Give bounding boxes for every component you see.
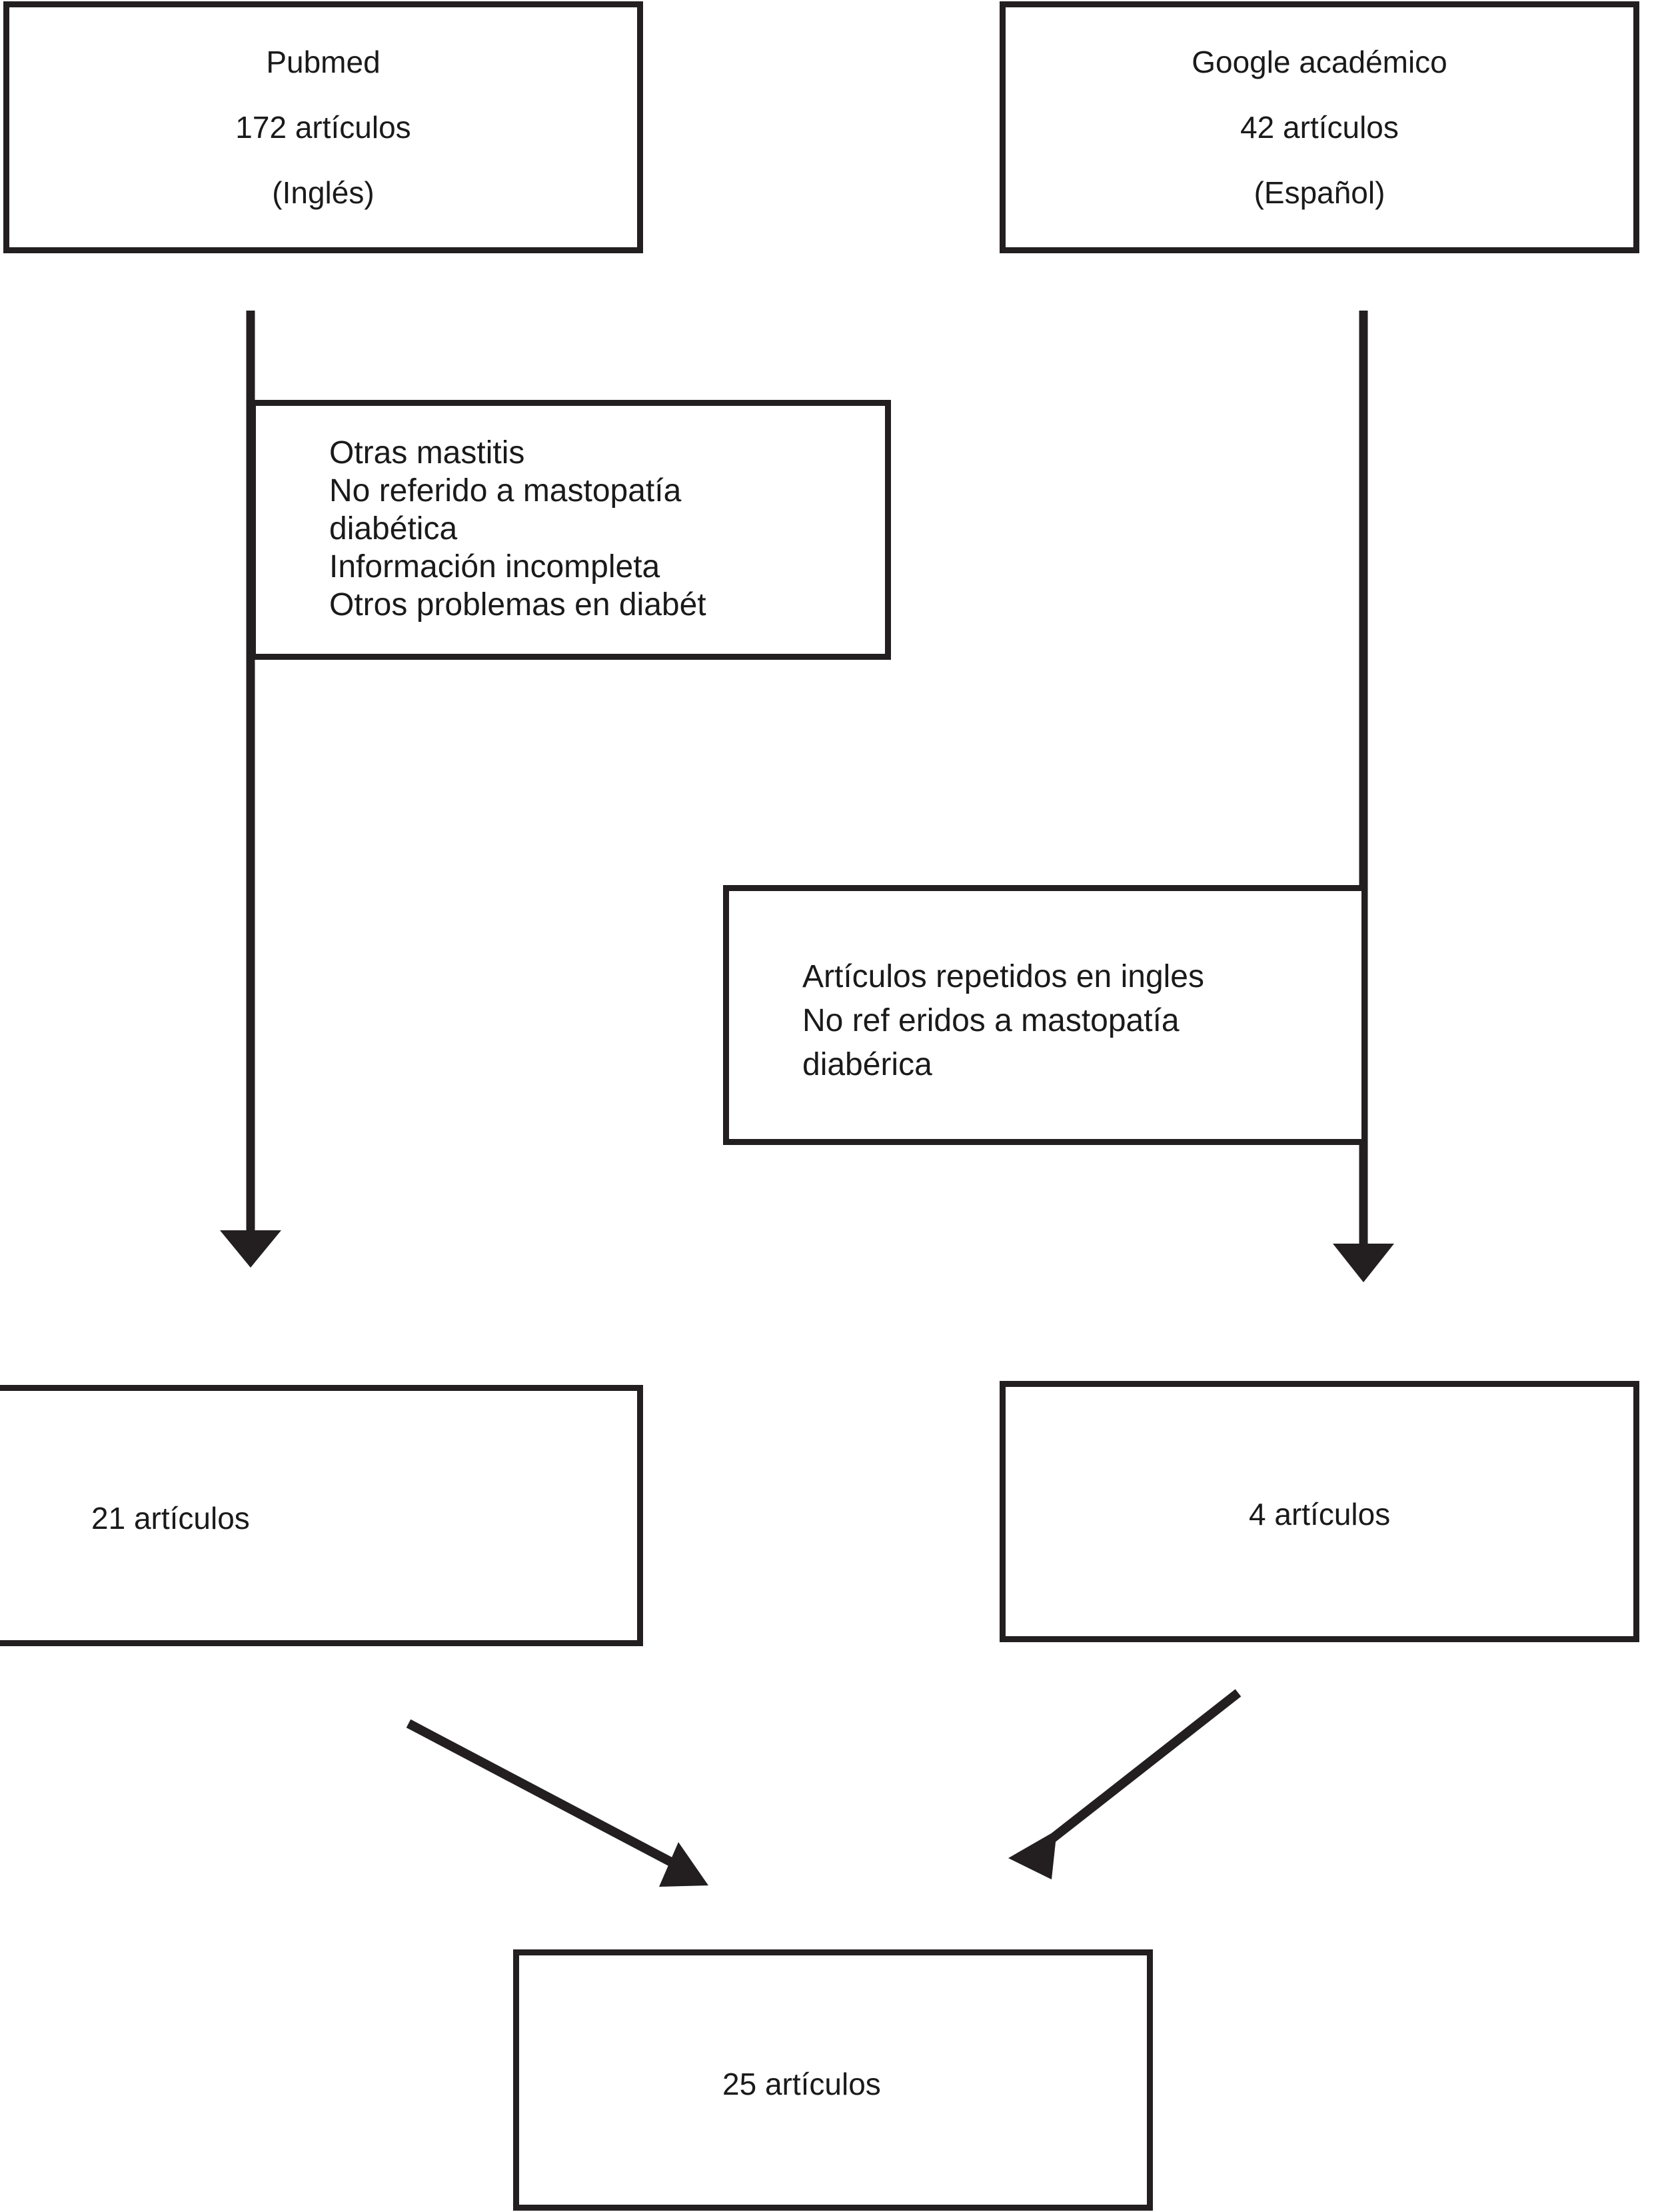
exclusion-box-pubmed: Otras mastitis No referido a mastopatía … <box>250 400 891 660</box>
total-box-included: 25 artículos <box>513 1949 1153 2211</box>
exclusion-pubmed-line-3: diabética <box>329 511 458 547</box>
exclusion-google-line-2: No ref eridos a mastopatía <box>802 1003 1180 1038</box>
source-pubmed-name: Pubmed <box>266 45 381 79</box>
included-box-google: 4 artículos <box>1000 1381 1639 1642</box>
included-google-label: 4 artículos <box>1249 1497 1391 1532</box>
included-box-pubmed: 21 artículos <box>0 1385 643 1646</box>
source-google-count: 42 artículos <box>1240 110 1399 145</box>
exclusion-pubmed-line-4: Información incompleta <box>329 549 660 584</box>
arrow-pubmed-included-to-total <box>406 1719 708 1887</box>
included-pubmed-label: 21 artículos <box>91 1501 250 1536</box>
exclusion-box-google: Artículos repetidos en ingles No ref eri… <box>723 885 1367 1145</box>
exclusion-google-line-3: diabérica <box>802 1047 932 1082</box>
source-box-pubmed: Pubmed 172 artículos (Inglés) <box>3 1 643 253</box>
exclusion-google-line-1: Artículos repetidos en ingles <box>802 959 1204 994</box>
exclusion-pubmed-line-5: Otros problemas en diabét <box>329 587 706 622</box>
source-pubmed-language: (Inglés) <box>272 175 375 210</box>
total-included-label: 25 artículos <box>722 2067 881 2101</box>
source-box-google-academico: Google académico 42 artículos (Español) <box>1000 1 1639 253</box>
exclusion-pubmed-line-2: No referido a mastopatía <box>329 473 682 509</box>
arrow-google-included-to-total <box>1008 1689 1242 1879</box>
source-google-name: Google académico <box>1192 45 1447 79</box>
source-pubmed-count: 172 artículos <box>235 110 411 145</box>
exclusion-pubmed-line-1: Otras mastitis <box>329 435 525 471</box>
source-google-language: (Español) <box>1253 175 1385 210</box>
